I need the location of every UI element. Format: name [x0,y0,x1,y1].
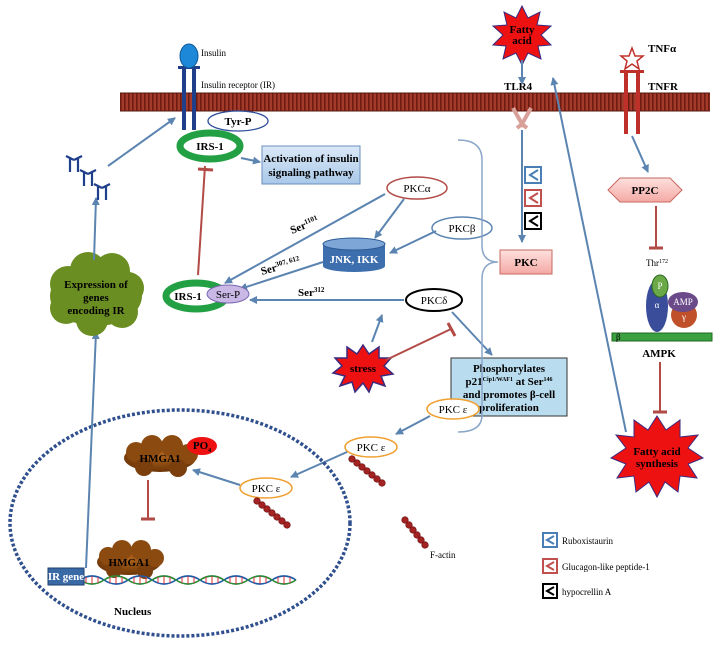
dna-helix [79,575,297,585]
ser-312-label: Ser312 [298,286,325,299]
thr-label: Thr172 [646,258,668,268]
tnf-alpha-label: TNFα [648,43,677,55]
f-actin-icon [401,516,429,549]
legend-label-1: Glucagon-like peptide-1 [562,562,650,572]
hmga1-upper-label: HMGA1 [140,453,181,465]
fas-line1: Fatty acid [633,446,680,458]
alpha-label: α [655,300,660,310]
ser-307-label: Ser307, 612 [259,254,302,278]
glp1-icon [524,189,542,207]
pkc-bracket [457,139,499,433]
pkc-epsilon-nuc-oval [239,477,293,499]
po4-label: PO4 [193,440,211,454]
activation-line1: Activation of insulin [263,153,358,165]
expression-line3: encoding IR [67,305,125,317]
activation-line2: signaling pathway [268,167,354,179]
ser-p-oval [206,284,250,304]
tnfr-receptor [620,70,644,134]
pkc-alpha-oval [386,176,448,200]
receptor-synthesis-icon [65,155,111,200]
legend: Ruboxistaurin Glucagon-like peptide-1 hy… [542,532,650,599]
pkc-delta-label: PKCδ [421,295,448,307]
expression-line2: genes [83,292,109,304]
hmga1-upper [124,435,198,477]
gamma-label: γ [681,312,686,322]
ir-gene-label: IR gene [48,571,84,583]
pkc-alpha-label: PKCα [403,183,430,195]
pkc-delta-oval [405,288,463,312]
pkc-box [499,249,553,275]
irs1-bottom-label: IRS-1 [174,291,202,303]
tnfr-label: TNFR [648,81,679,93]
irs1-top-label: IRS-1 [196,141,224,153]
fatty-acid-line1: Fatty [509,24,535,36]
ir-gene-box [47,567,85,586]
p-circle [651,274,669,298]
po4-oval [187,437,217,455]
ruboxistaurin-icon [524,166,542,184]
f-actin-label: F-actin [430,550,456,560]
tyr-p-oval [207,110,269,132]
pkc-label: PKC [514,257,537,269]
tyr-p-label: Tyr-P [225,116,252,128]
jnk-ikk-label: JNK, IKK [330,254,379,266]
pkc-epsilon-top-oval [426,398,480,420]
phos-line4: proliferation [479,402,539,414]
stress-label: stress [350,363,377,375]
p-label: P [657,281,662,291]
fatty-acid-line2: acid [512,35,532,47]
tlr4-label: TLR4 [504,81,533,93]
legend-label-0: Ruboxistaurin [562,536,613,546]
pkc-beta-label: PKCβ [449,223,476,235]
actin-chain-nuc [253,497,291,529]
hmga1-lower [97,540,164,579]
fas-line2: synthesis [636,458,679,470]
phos-line1: Phosphorylates [473,363,546,375]
nucleus-boundary [8,408,352,638]
pp2c-label: PP2C [632,185,659,197]
expression-line1: Expression of [64,279,128,291]
beta-label: β [616,332,621,342]
insulin-receptor-label: Insulin receptor (IR) [201,80,275,90]
insulin-label: Insulin [201,48,227,58]
pkc-epsilon-mid-oval [344,436,398,458]
phos-line3: and promotes β-cell [463,389,555,401]
hypocrellin-icon [524,212,542,230]
activation-box [261,145,361,185]
amp-label: AMP [673,297,693,307]
ser-p-label: Ser-P [216,289,240,301]
irs1-top-ring [176,129,244,163]
actin-chain-mid [348,455,386,487]
ampk-label: AMPK [642,348,676,360]
legend-item-ruboxistaurin: Ruboxistaurin [542,532,613,548]
hmga1-lower-label: HMGA1 [109,557,150,569]
ampk-bar [611,332,713,342]
legend-item-hypocrellin: hypocrellin A [542,583,612,599]
expression-cloud [50,252,144,336]
pkc-epsilon-top-label: PKC ε [439,404,468,416]
pkc-beta-oval [431,216,493,240]
legend-label-2: hypocrellin A [562,587,612,597]
insulin-molecule [179,43,199,69]
pkc-epsilon-mid-label: PKC ε [357,442,386,454]
amp-oval [668,292,698,312]
legend-item-glp1: Glucagon-like peptide-1 [542,558,650,574]
insulin-receptor [178,66,200,130]
pp2c-shape [607,177,683,203]
stress-burst [331,343,395,394]
pkc-epsilon-nuc-label: PKC ε [252,483,281,495]
phos-line2: p21Cip1/WAF1 at Ser146 [465,376,552,388]
cell-membrane [120,92,710,112]
tnf-alpha-star [618,45,646,71]
fatty-acid-synthesis-burst [609,415,705,499]
jnk-ikk-cylinder [322,237,386,272]
nucleus-label: Nucleus [114,606,152,618]
tlr4-receptor [511,107,533,130]
